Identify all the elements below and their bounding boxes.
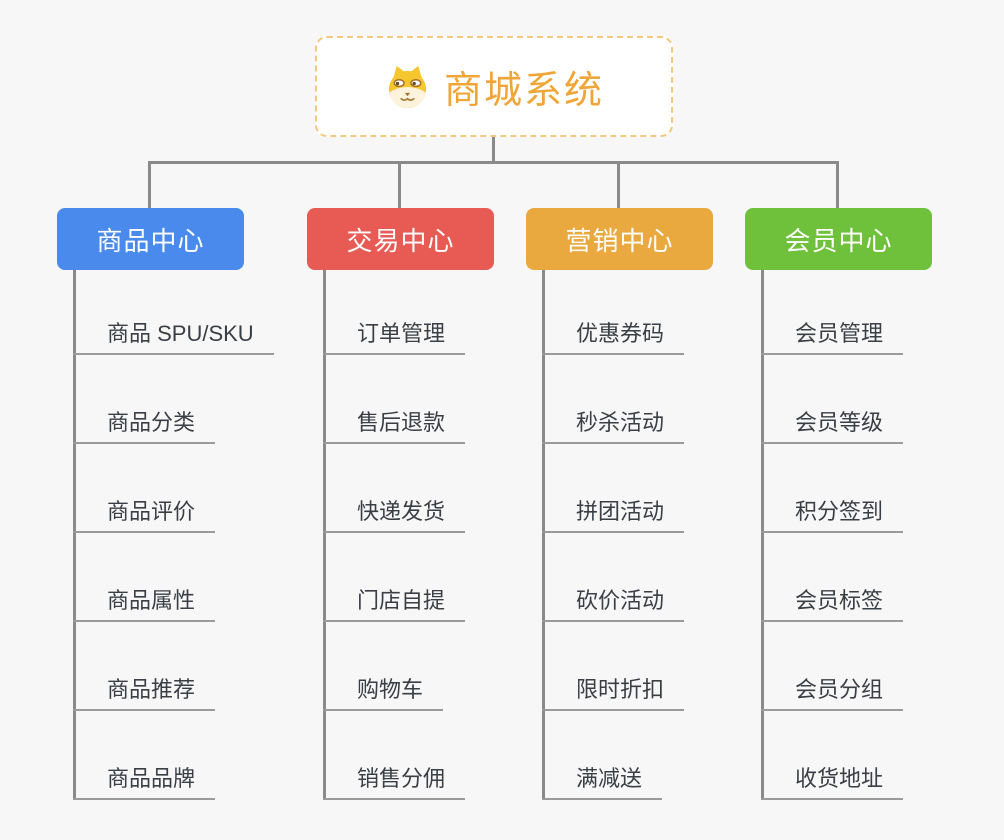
leaf-node[interactable]: 商品评价 (73, 501, 216, 533)
leaf-node[interactable]: 订单管理 (323, 323, 466, 355)
leaf-node[interactable]: 会员分组 (761, 679, 904, 711)
leaf-node[interactable]: 销售分佣 (323, 768, 466, 800)
connector-drop-product (148, 161, 151, 208)
leaf-node[interactable]: 购物车 (323, 679, 444, 711)
branch-node-member-center[interactable]: 会员中心 (745, 208, 932, 270)
connector-drop-marketing (617, 161, 620, 208)
leaf-node[interactable]: 限时折扣 (542, 679, 685, 711)
leaf-node[interactable]: 砍价活动 (542, 590, 685, 622)
leaf-column-product: 商品 SPU/SKU 商品分类 商品评价 商品属性 商品推荐 商品品牌 (73, 270, 274, 800)
connector-root-trunk (492, 137, 495, 164)
leaf-node[interactable]: 会员标签 (761, 590, 904, 622)
leaf-node[interactable]: 商品分类 (73, 412, 216, 444)
leaf-node[interactable]: 快递发货 (323, 501, 466, 533)
dog-face-icon (384, 63, 431, 110)
leaf-node[interactable]: 会员等级 (761, 412, 904, 444)
leaf-node[interactable]: 拼团活动 (542, 501, 685, 533)
root-node-mall-system[interactable]: 商城系统 (315, 36, 673, 137)
root-title: 商城系统 (443, 70, 604, 112)
leaf-node[interactable]: 商品品牌 (73, 768, 216, 800)
leaf-node[interactable]: 优惠券码 (542, 323, 685, 355)
leaf-node[interactable]: 商品 SPU/SKU (73, 323, 274, 355)
leaf-node[interactable]: 收货地址 (761, 768, 904, 800)
leaf-node[interactable]: 会员管理 (761, 323, 904, 355)
connector-bus (148, 161, 839, 164)
branch-node-product-center[interactable]: 商品中心 (57, 208, 244, 270)
leaf-column-member: 会员管理 会员等级 积分签到 会员标签 会员分组 收货地址 (761, 270, 904, 800)
connector-drop-trade (398, 161, 401, 208)
leaf-node[interactable]: 积分签到 (761, 501, 904, 533)
leaf-node[interactable]: 商品属性 (73, 590, 216, 622)
leaf-node[interactable]: 商品推荐 (73, 679, 216, 711)
leaf-node[interactable]: 售后退款 (323, 412, 466, 444)
connector-drop-member (836, 161, 839, 208)
leaf-column-marketing: 优惠券码 秒杀活动 拼团活动 砍价活动 限时折扣 满减送 (542, 270, 685, 800)
leaf-node[interactable]: 门店自提 (323, 590, 466, 622)
leaf-column-trade: 订单管理 售后退款 快递发货 门店自提 购物车 销售分佣 (323, 270, 466, 800)
leaf-node[interactable]: 秒杀活动 (542, 412, 685, 444)
leaf-node[interactable]: 满减送 (542, 768, 663, 800)
branch-node-trade-center[interactable]: 交易中心 (307, 208, 494, 270)
branch-node-marketing-center[interactable]: 营销中心 (526, 208, 713, 270)
